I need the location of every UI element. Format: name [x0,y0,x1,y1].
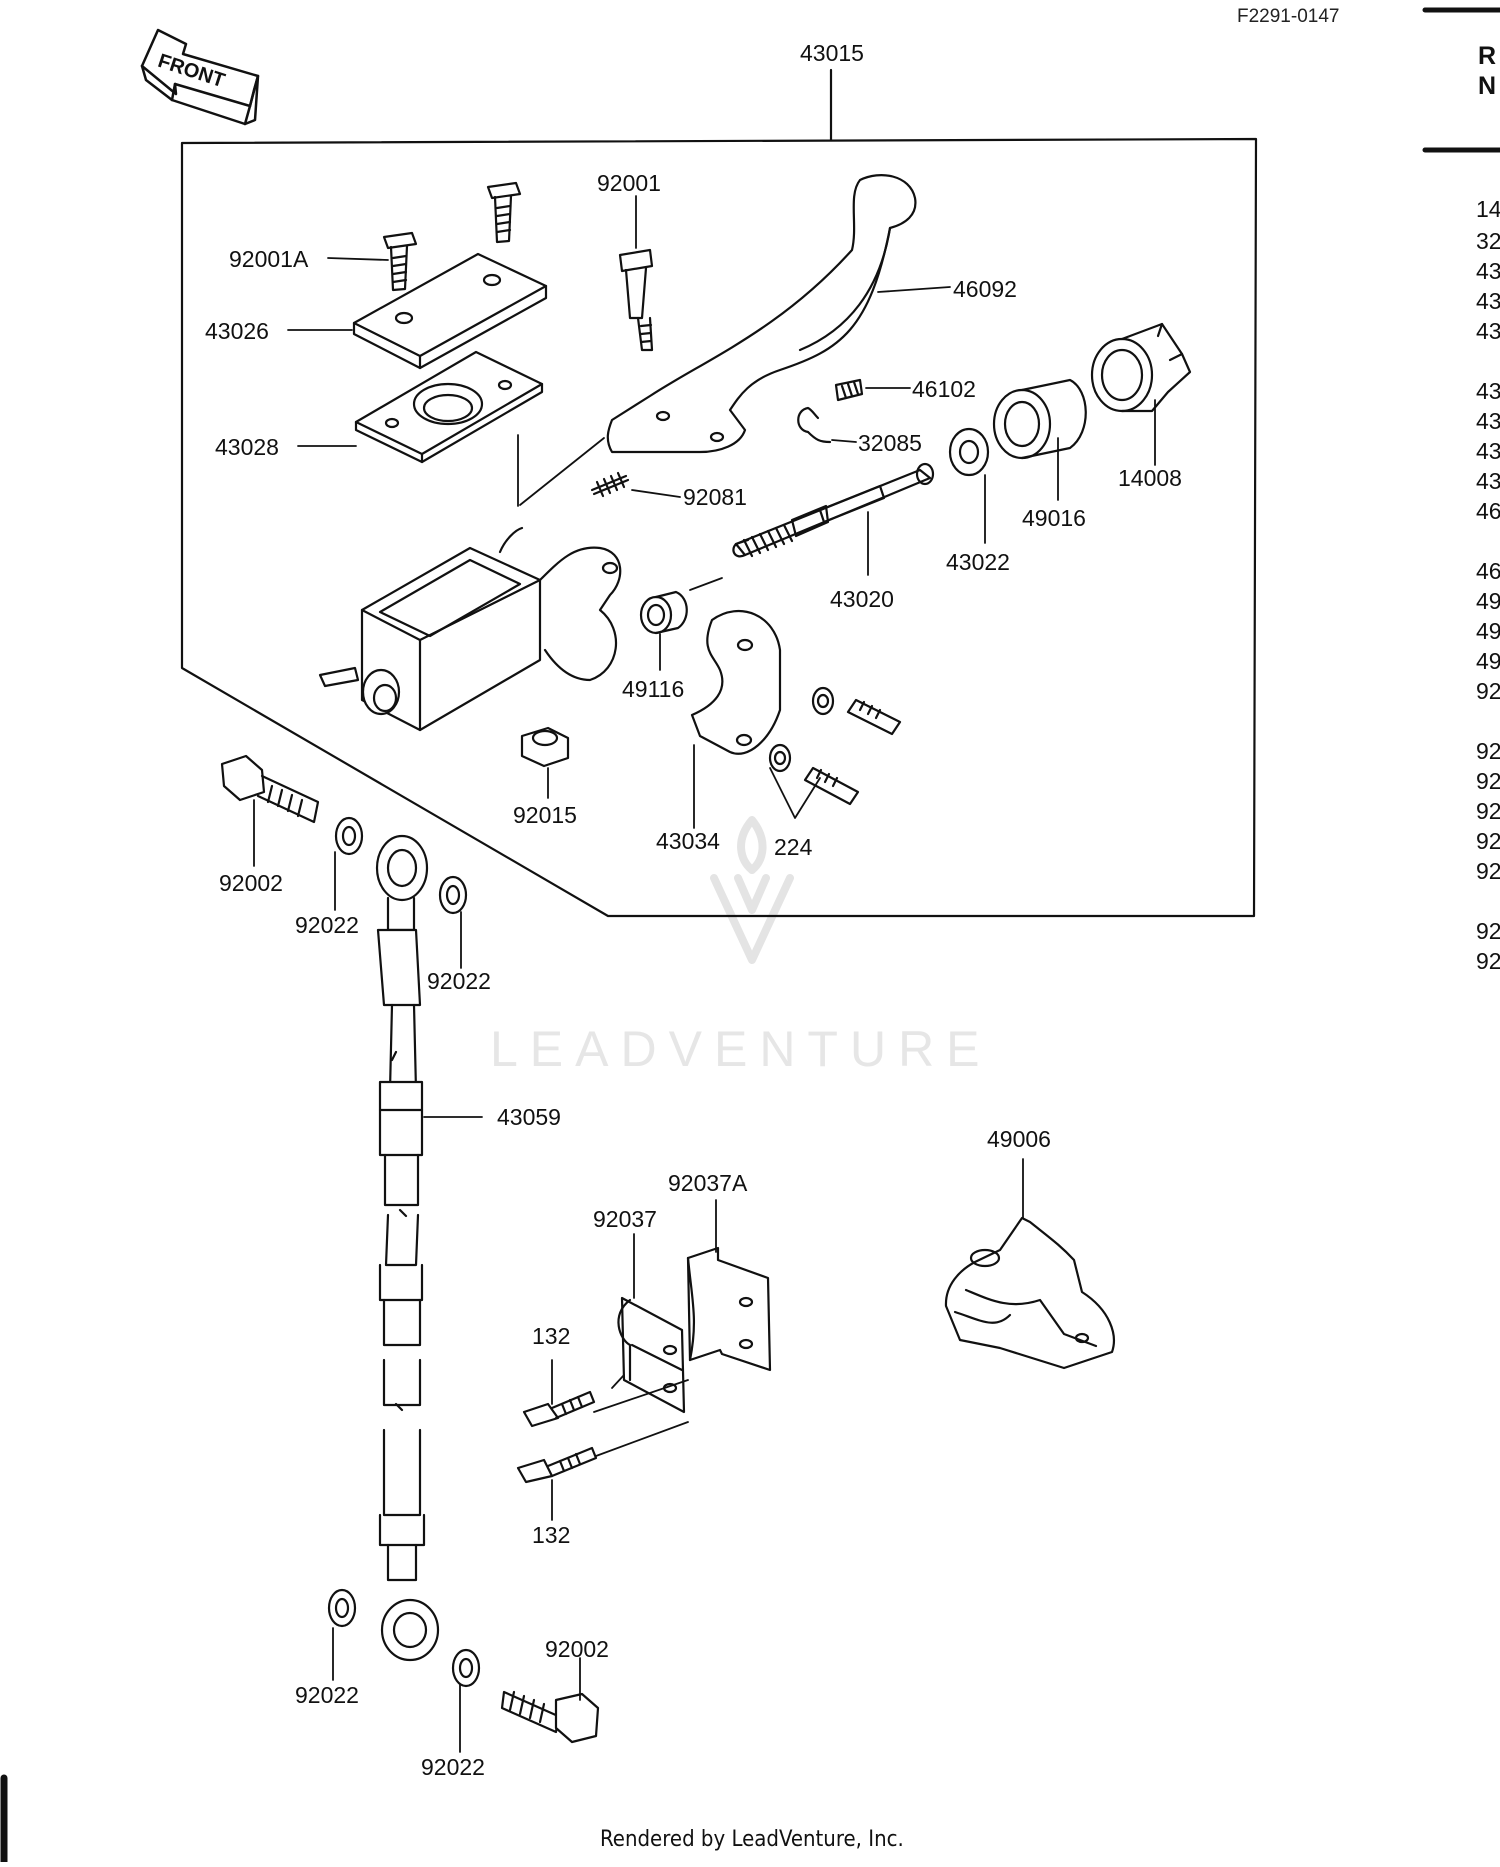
lever-guard [944,1216,1115,1370]
brake-hose [375,834,440,1662]
callout-cup: 49116 [622,676,685,702]
callout-pivot-bolt: 92001 [597,170,661,196]
rubber-boot [992,378,1087,460]
piston-washer [948,427,990,477]
leadventure-logo-watermark [710,816,794,964]
right-column-entry: 49 [1476,648,1500,674]
callout-clip: 32085 [858,430,922,456]
right-column-entry: 43 [1476,258,1500,284]
callout-clamp-bolts: 224 [774,834,813,860]
right-column-entry: 43 [1476,318,1500,344]
pivot-bolt [618,248,654,352]
right-column-entry: 92 [1476,918,1500,944]
callout-diaphragm: 43028 [215,434,279,460]
right-column-header-line2: N [1478,72,1497,100]
callout-bracket-a: 92037A [668,1170,748,1196]
callout-hose: 43059 [497,1104,561,1130]
callout-clamp: 43034 [656,828,720,854]
watermark-text: LEADVENTURE [490,1021,992,1077]
clutch-lever [606,174,917,454]
reservoir-diaphragm [354,350,544,464]
callout-banjo-bolt-top: 92002 [219,870,283,896]
callout-dust-boot: 14008 [1118,465,1182,491]
assembly-frame [180,68,1258,918]
right-column-entry: 46 [1476,558,1500,584]
copper-washer-bottom [327,1588,357,1628]
footer-credit: Rendered by LeadVenture, Inc. [600,1827,904,1852]
right-column-entry: 92 [1476,858,1500,884]
piston-assembly [732,462,935,558]
callout-washer: 43022 [946,549,1010,575]
right-column-entry: 43 [1476,468,1500,494]
diagram-code: F2291-0147 [1237,6,1340,27]
master-cylinder-body [318,526,622,732]
callout-screw-a: 92001A [229,246,309,272]
right-column-entry: 49 [1476,618,1500,644]
banjo-bolt-bottom [500,1690,600,1744]
callout-assembly: 43015 [800,40,864,66]
callout-washer-bottom-1: 92022 [295,1682,359,1708]
callout-boot: 49016 [1022,505,1086,531]
hose-bracket-a [686,1246,772,1372]
circlip [797,406,832,444]
copper-washer-bottom-2 [451,1648,481,1688]
reservoir-cap [352,252,548,370]
callout-banjo-bolt-bottom: 92002 [545,1636,609,1662]
callout-bracket: 92037 [593,1206,657,1232]
right-column-entry: 92 [1476,828,1500,854]
callout-washer-top-1: 92022 [295,912,359,938]
banjo-bolt-top [220,754,320,824]
lever-adjust-screw [834,378,864,402]
callout-lever-screw: 46102 [912,376,976,402]
return-spring [590,471,630,498]
clamp-bolts [768,686,902,806]
callout-washer-bottom-2: 92022 [421,1754,485,1780]
hex-nut [520,726,570,768]
callout-washer-top-2: 92022 [427,968,491,994]
right-column-entry: 92 [1476,798,1500,824]
bracket-bolts [516,1390,598,1484]
callout-piston: 43020 [830,586,894,612]
callout-nut: 92015 [513,802,577,828]
callout-guard: 49006 [987,1126,1051,1152]
callout-cap: 43026 [205,318,269,344]
front-arrow-icon [140,28,260,126]
callout-lever: 46092 [953,276,1017,302]
right-column-rules [1422,7,1500,153]
dust-boot [1090,322,1192,413]
reservoir-cap-screws [382,181,522,292]
leader-lines [253,195,1156,1753]
right-column-entry: 43 [1476,378,1500,404]
piston-cup [639,590,688,635]
right-column-entry: 92 [1476,738,1500,764]
callout-bolt-2: 132 [532,1522,571,1548]
right-column-entry: 46 [1476,498,1500,524]
handlebar-clamp [690,610,782,755]
copper-washer-top [334,816,364,856]
right-column-entry: 92 [1476,948,1500,974]
right-column-entry: 14 [1476,196,1500,222]
right-column-entry: 92 [1476,678,1500,704]
right-column-entry: 32 [1476,228,1500,254]
right-column-entry: 49 [1476,588,1500,614]
right-column-entry: 92 [1476,768,1500,794]
right-column-entry: 43 [1476,408,1500,434]
right-column-entry: 43 [1476,288,1500,314]
callout-spring: 92081 [683,484,747,510]
right-column-entry: 43 [1476,438,1500,464]
right-column-header-line1: R [1478,42,1497,70]
copper-washer-top-2 [438,875,468,915]
callout-bolt-1: 132 [532,1323,571,1349]
hose-bracket [617,1296,686,1414]
